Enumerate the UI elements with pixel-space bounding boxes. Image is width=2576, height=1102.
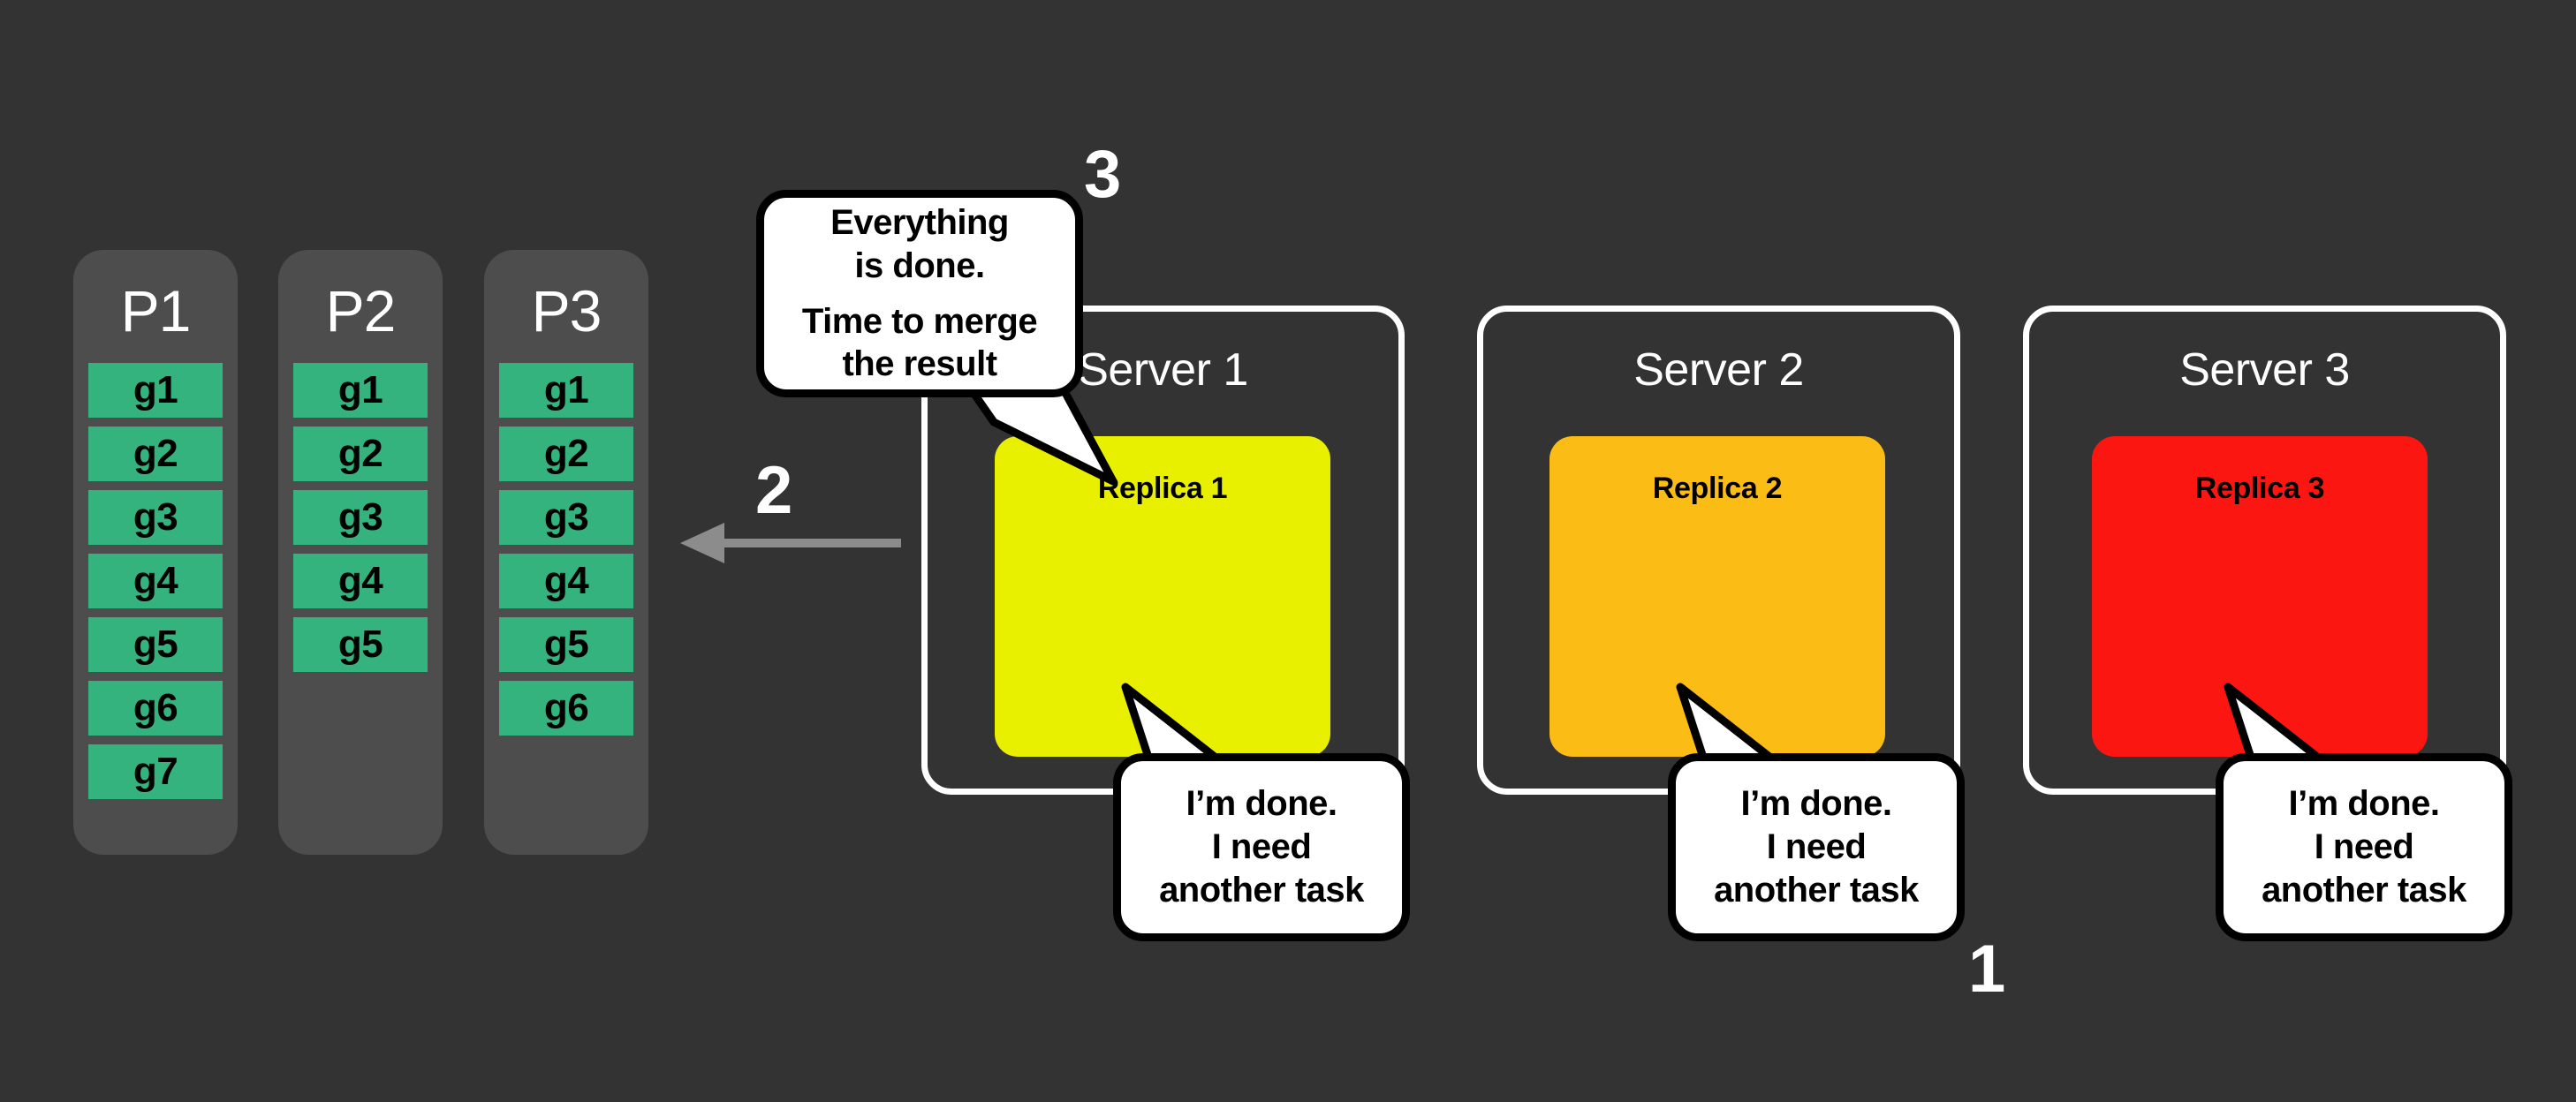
chunk-list: g1 g2 g3 g4 g5 g6 g7 <box>73 363 238 799</box>
bubble-line: is done. <box>854 245 985 285</box>
chunk-list: g1 g2 g3 g4 g5 <box>278 363 443 672</box>
bubble-line: Everything <box>830 202 1009 242</box>
bubble-line: I’m done. <box>1740 784 1892 824</box>
replica-box-3: Replica 3 <box>2092 436 2428 757</box>
done-speech-bubble-1: I’m done. I need another task <box>1113 753 1410 941</box>
replica-box-2: Replica 2 <box>1549 436 1885 757</box>
done-speech-bubble-2: I’m done. I need another task <box>1668 753 1965 941</box>
chunk-item: g4 <box>499 554 633 608</box>
chunk-list: g1 g2 g3 g4 g5 g6 <box>484 363 648 736</box>
bubble-line: I need <box>1766 827 1867 867</box>
partition-p3: P3 g1 g2 g3 g4 g5 g6 <box>484 250 648 855</box>
done-speech-bubble-3: I’m done. I need another task <box>2216 753 2512 941</box>
chunk-item: g6 <box>88 681 223 736</box>
chunk-item: g2 <box>499 426 633 481</box>
chunk-item: g5 <box>499 617 633 672</box>
chunk-item: g5 <box>293 617 428 672</box>
bubble-line: I need <box>2314 827 2414 867</box>
replica-label-3: Replica 3 <box>2194 472 2325 505</box>
replica-box-1: Replica 1 <box>995 436 1330 757</box>
chunk-item: g5 <box>88 617 223 672</box>
bubble-line: I’m done. <box>1186 784 1337 824</box>
chunk-item: g1 <box>499 363 633 418</box>
partition-p1: P1 g1 g2 g3 g4 g5 g6 g7 <box>73 250 238 855</box>
partition-title: P2 <box>325 278 397 343</box>
bubble-line: another task <box>2262 870 2466 910</box>
chunk-item: g6 <box>499 681 633 736</box>
server-title-3: Server 3 <box>2179 344 2350 396</box>
chunk-item: g7 <box>88 744 223 799</box>
step-number-3: 3 <box>1084 137 1122 212</box>
chunk-item: g2 <box>88 426 223 481</box>
replica-label-2: Replica 2 <box>1652 472 1783 505</box>
partition-title: P3 <box>531 278 602 343</box>
bubble-line: another task <box>1714 870 1919 910</box>
chunk-item: g4 <box>88 554 223 608</box>
step-number-2: 2 <box>755 453 793 528</box>
bubble-line: I’m done. <box>2288 784 2440 824</box>
bubble-line: another task <box>1159 870 1364 910</box>
chunk-item: g3 <box>293 490 428 545</box>
chunk-item: g1 <box>88 363 223 418</box>
bubble-line: I need <box>1211 827 1312 867</box>
chunk-item: g4 <box>293 554 428 608</box>
bubble-line: the result <box>842 344 997 384</box>
bubble-line: Time to merge <box>801 301 1038 341</box>
chunk-item: g3 <box>88 490 223 545</box>
chunk-item: g2 <box>293 426 428 481</box>
partition-p2: P2 g1 g2 g3 g4 g5 <box>278 250 443 855</box>
chunk-item: g3 <box>499 490 633 545</box>
merge-speech-bubble: Everything is done. Time to merge the re… <box>756 190 1083 397</box>
server-title-2: Server 2 <box>1633 344 1804 396</box>
chunk-item: g1 <box>293 363 428 418</box>
step-number-1: 1 <box>1968 932 2006 1007</box>
partition-title: P1 <box>120 278 192 343</box>
replica-label-1: Replica 1 <box>1097 472 1228 505</box>
